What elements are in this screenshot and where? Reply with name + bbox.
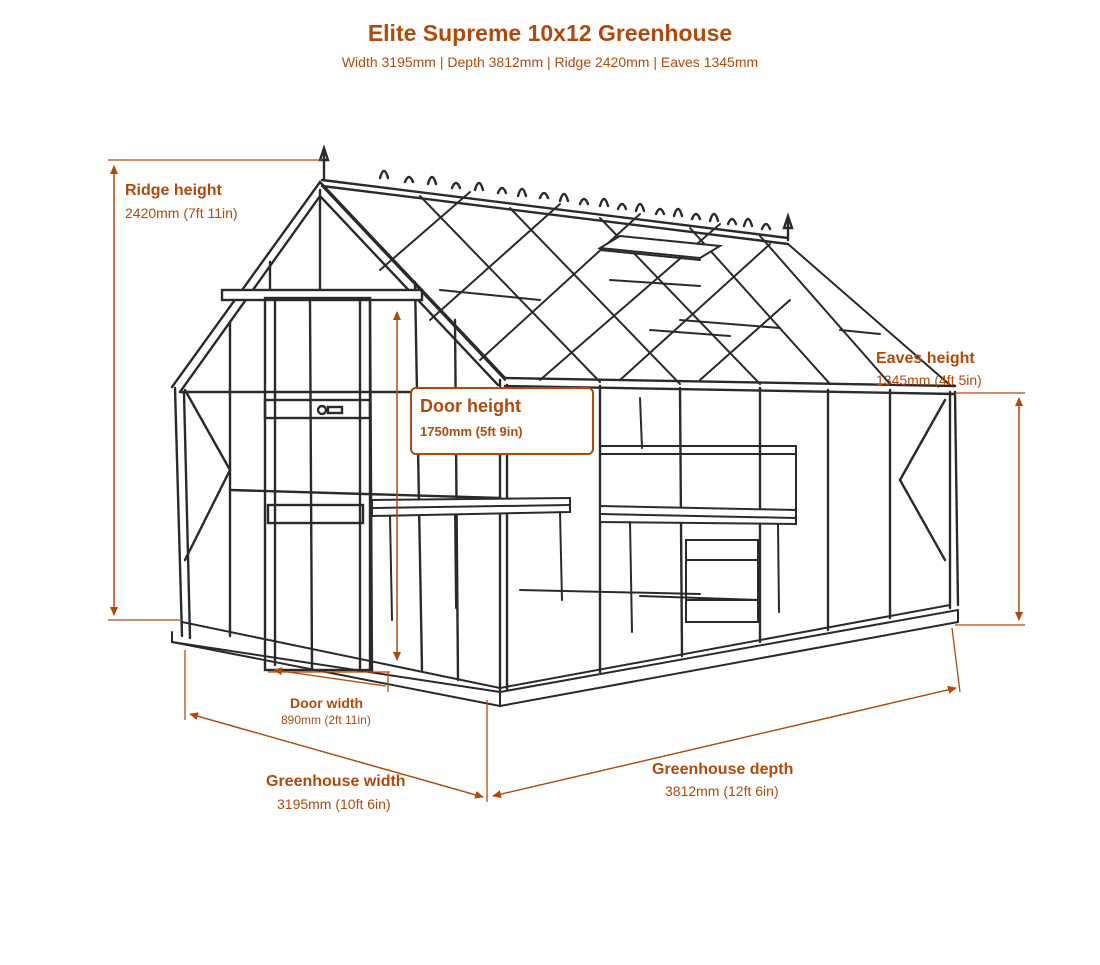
depth-arrow-left	[492, 687, 957, 799]
base-plinth	[171, 604, 959, 708]
dimension-lines	[108, 159, 1025, 802]
sliding-door	[220, 288, 424, 674]
greenhouse-depth-label: Greenhouse depth	[652, 761, 794, 778]
depth-extension-right	[951, 627, 961, 693]
eaves-height-value: 1345mm (4ft 5in)	[876, 372, 982, 388]
ridge-height-value: 2420mm (7ft 11in)	[125, 205, 238, 221]
door-height-label: Door height	[420, 396, 521, 416]
door-height-value: 1750mm (5ft 9in)	[420, 424, 523, 439]
page-title: Elite Supreme 10x12 Greenhouse	[367, 20, 733, 46]
width-arrow-right	[189, 713, 484, 799]
roof-glazing-bars	[321, 185, 951, 386]
greenhouse-width-label: Greenhouse width	[266, 773, 406, 790]
ridge-height-label: Ridge height	[125, 182, 222, 199]
door-width-label: Door width	[290, 695, 364, 711]
door-width-arrow	[273, 667, 387, 687]
eaves-height-label: Eaves height	[876, 350, 975, 367]
door-width-value: 890mm (2ft 11in)	[281, 713, 371, 727]
staging-shelves	[371, 397, 797, 633]
greenhouse-width-value: 3195mm (10ft 6in)	[277, 796, 391, 812]
greenhouse-depth-value: 3812mm (12ft 6in)	[665, 783, 779, 799]
roof-ridge	[318, 144, 794, 246]
page-subtitle: Width 3195mm | Depth 3812mm | Ridge 2420…	[341, 54, 759, 70]
door-height-callout: Door height 1750mm (5ft 9in)	[410, 387, 594, 455]
